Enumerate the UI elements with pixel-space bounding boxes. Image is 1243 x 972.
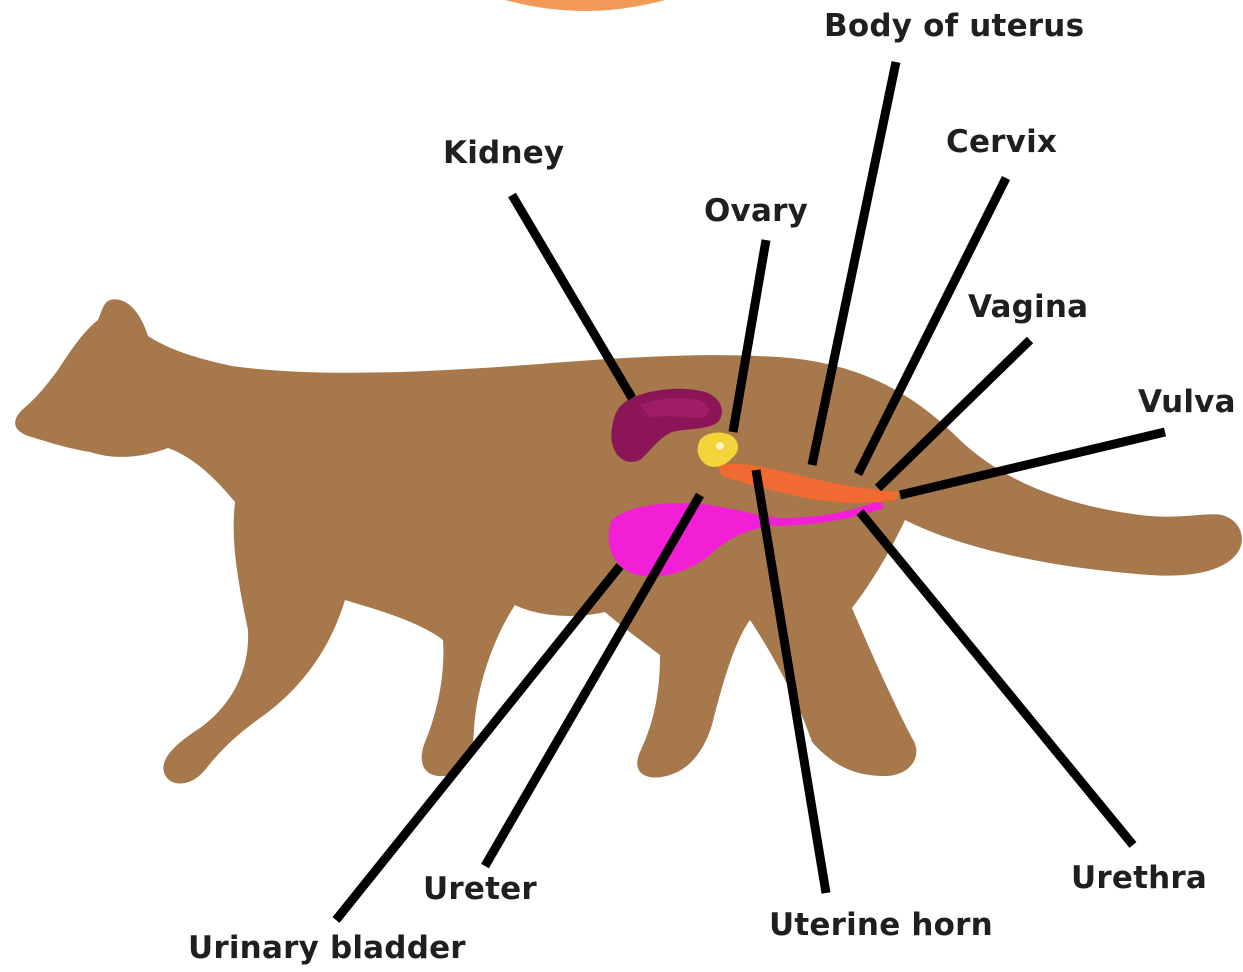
label-urethra: Urethra xyxy=(1071,863,1207,894)
label-urinary-bladder: Urinary bladder xyxy=(188,933,466,964)
label-cervix: Cervix xyxy=(946,127,1057,158)
label-ureter: Ureter xyxy=(423,874,537,905)
label-kidney: Kidney xyxy=(443,138,564,169)
label-vagina: Vagina xyxy=(968,292,1088,323)
label-vulva: Vulva xyxy=(1138,387,1236,418)
label-ovary: Ovary xyxy=(704,196,808,227)
label-uterine-horn: Uterine horn xyxy=(769,910,993,941)
label-body-of-uterus: Body of uterus xyxy=(824,11,1084,42)
ovary-highlight xyxy=(716,442,724,450)
header-arc-decoration xyxy=(505,0,665,11)
